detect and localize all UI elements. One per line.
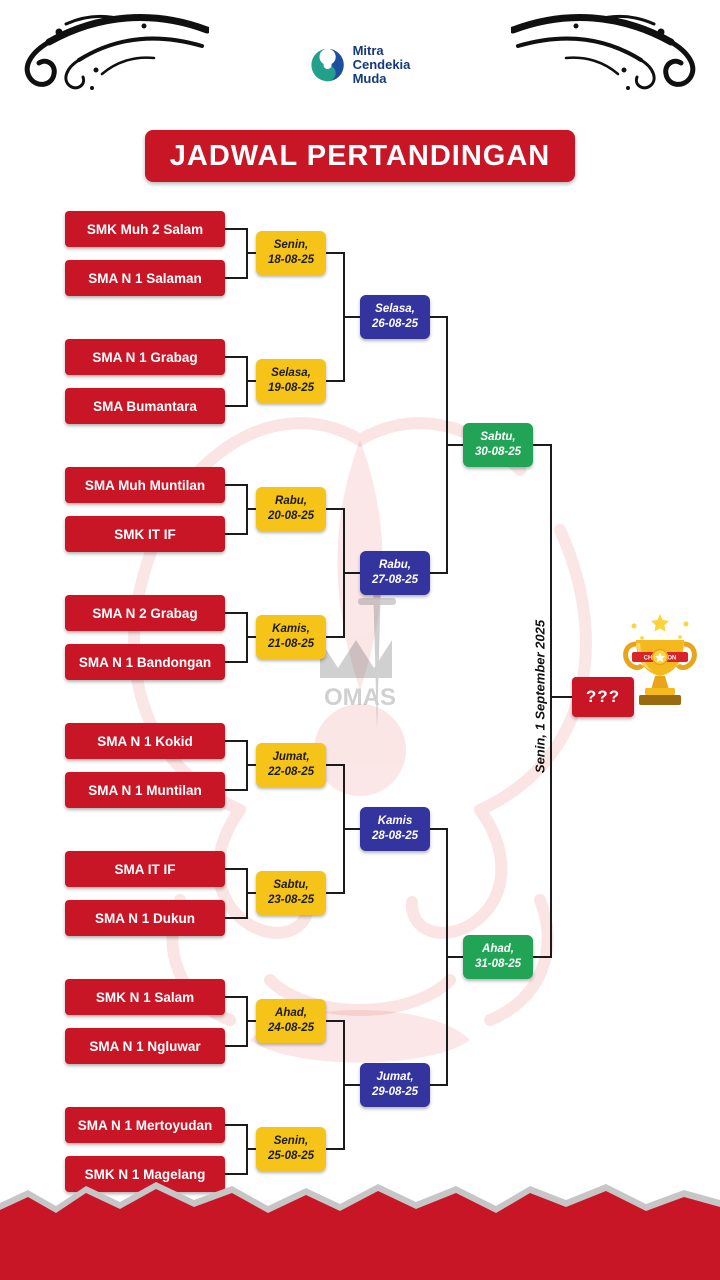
match-date-box: Rabu, 27-08-25 [360, 551, 430, 595]
match-date-box: Kamis 28-08-25 [360, 807, 430, 851]
team-box: SMA N 1 Grabag [65, 339, 225, 375]
logo-line-1: Mitra [352, 43, 384, 58]
torn-paper-edge [0, 1182, 720, 1280]
trophy-icon: CHAMPION [623, 614, 697, 705]
match-date: 28-08-25 [371, 830, 419, 842]
team-box: SMK N 1 Salam [65, 979, 225, 1015]
match-date-box: Senin, 25-08-25 [256, 1127, 326, 1171]
match-date-box: Ahad, 31-08-25 [463, 935, 533, 979]
match-day: Jumat, [376, 1071, 414, 1084]
team-box: SMA IT IF [65, 851, 225, 887]
champion-box: ??? [572, 677, 634, 717]
match-day: Senin, [273, 239, 309, 252]
match-date: 20-08-25 [267, 510, 315, 522]
match-day: Sabtu, [480, 431, 516, 444]
team-box: SMK N 1 Magelang [65, 1156, 225, 1192]
svg-text:OMAS: OMAS [324, 684, 396, 711]
team-box: SMA Bumantara [65, 388, 225, 424]
team-box: SMK Muh 2 Salam [65, 211, 225, 247]
match-date-box: Sabtu, 23-08-25 [256, 871, 326, 915]
team-box: SMA N 1 Kokid [65, 723, 225, 759]
match-day: Selasa, [271, 367, 311, 380]
match-day: Ahad, [275, 1007, 307, 1020]
match-date: 21-08-25 [267, 638, 315, 650]
match-date-box: Rabu, 20-08-25 [256, 487, 326, 531]
match-date: 19-08-25 [267, 382, 315, 394]
match-day: Sabtu, [273, 879, 309, 892]
match-date: 24-08-25 [267, 1022, 315, 1034]
match-day: Selasa, [375, 303, 415, 316]
page-title: JADWAL PERTANDINGAN [169, 139, 551, 172]
match-date-box: Kamis, 21-08-25 [256, 615, 326, 659]
team-box: SMA N 2 Grabag [65, 595, 225, 631]
logo-wordmark: Mitra Cendekia Muda [353, 44, 411, 86]
team-box: SMA Muh Muntilan [65, 467, 225, 503]
team-box: SMA N 1 Bandongan [65, 644, 225, 680]
match-date-box: Selasa, 26-08-25 [360, 295, 430, 339]
match-date-box: Jumat, 22-08-25 [256, 743, 326, 787]
match-day: Rabu, [379, 559, 411, 572]
match-day: Senin, [273, 1135, 309, 1148]
logo: Mitra Cendekia Muda [310, 44, 411, 86]
corner-flourish-right-icon [511, 14, 696, 90]
match-date-box: Jumat, 29-08-25 [360, 1063, 430, 1107]
match-date: 23-08-25 [267, 894, 315, 906]
match-date: 25-08-25 [267, 1150, 315, 1162]
match-date: 31-08-25 [474, 958, 522, 970]
match-date-box: Selasa, 19-08-25 [256, 359, 326, 403]
final-date-label: Senin, 1 September 2025 [532, 619, 548, 774]
match-day: Jumat, [272, 751, 310, 764]
team-box: SMK IT IF [65, 516, 225, 552]
match-date-box: Sabtu, 30-08-25 [463, 423, 533, 467]
logo-line-3: Muda [352, 71, 387, 86]
match-date-box: Ahad, 24-08-25 [256, 999, 326, 1043]
logo-icon [311, 48, 344, 82]
team-box: SMA N 1 Muntilan [65, 772, 225, 808]
title-banner: JADWAL PERTANDINGAN [145, 130, 575, 182]
logo-line-2: Cendekia [352, 57, 411, 72]
match-day: Kamis [377, 815, 413, 828]
match-date: 29-08-25 [371, 1086, 419, 1098]
team-box: SMA N 1 Ngluwar [65, 1028, 225, 1064]
match-day: Kamis, [272, 623, 310, 636]
corner-flourish-left-icon [24, 14, 209, 90]
match-date: 27-08-25 [371, 574, 419, 586]
match-date: 30-08-25 [474, 446, 522, 458]
champion-placeholder: ??? [585, 687, 621, 706]
match-day: Rabu, [275, 495, 307, 508]
match-date: 18-08-25 [267, 254, 315, 266]
team-box: SMA N 1 Mertoyudan [65, 1107, 225, 1143]
match-date: 26-08-25 [371, 318, 419, 330]
team-box: SMA N 1 Dukun [65, 900, 225, 936]
match-day: Ahad, [482, 943, 514, 956]
gray-emblem: OMAS [320, 580, 396, 730]
match-date: 22-08-25 [267, 766, 315, 778]
team-box: SMA N 1 Salaman [65, 260, 225, 296]
match-date-box: Senin, 18-08-25 [256, 231, 326, 275]
